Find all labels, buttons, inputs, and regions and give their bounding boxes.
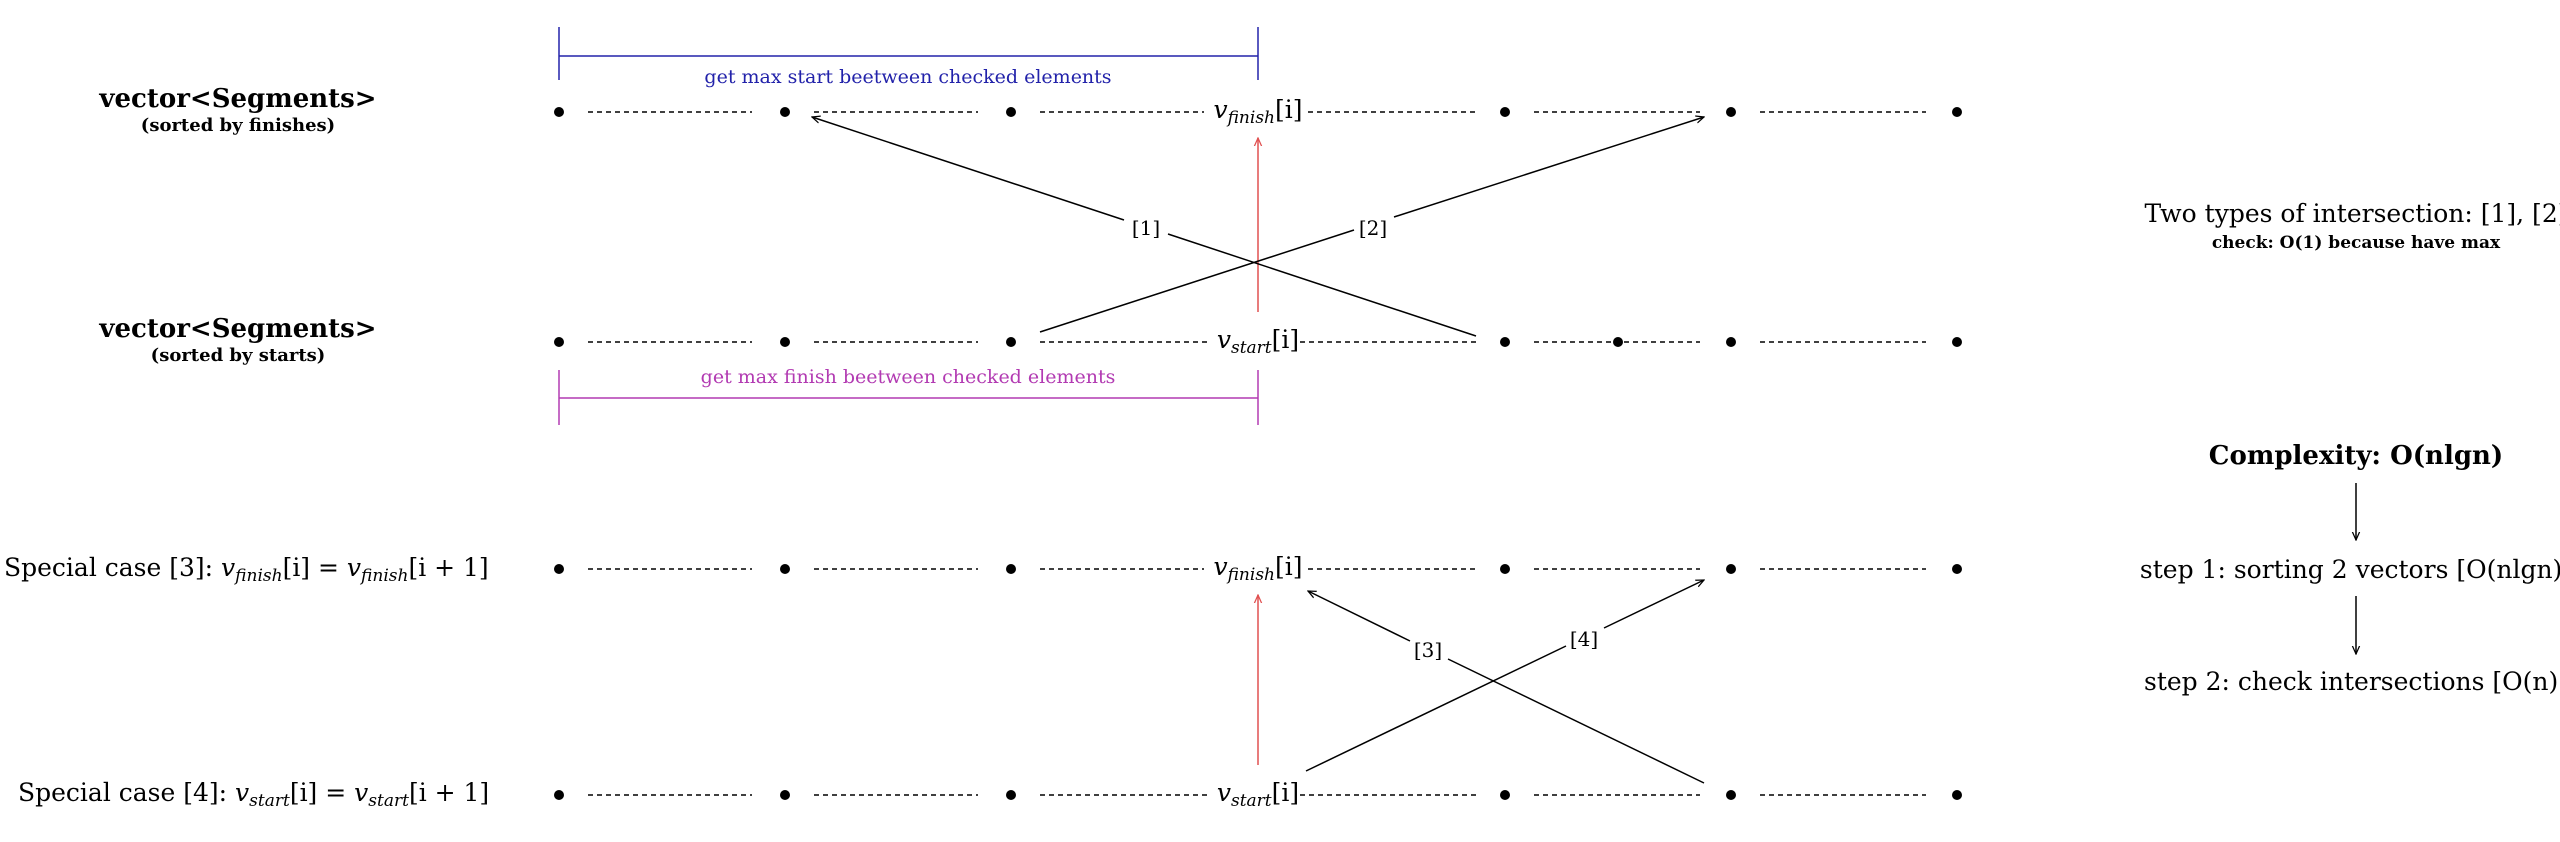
- segment-dot: [554, 790, 564, 800]
- v-letter: v: [1217, 778, 1231, 807]
- edge-1-upper: [812, 117, 1125, 221]
- edge-label-1: [1]: [1132, 216, 1160, 240]
- row-dashes: [588, 111, 1926, 796]
- special-case-4-sub1: start: [249, 791, 290, 811]
- segment-dot: [1613, 337, 1623, 347]
- segment-dot: [1952, 107, 1962, 117]
- special-case-3-v2: v: [347, 553, 361, 582]
- finishes-row-subtitle: (sorted by finishes): [141, 115, 335, 136]
- special-case-4-v1: v: [235, 778, 249, 807]
- edge-3-upper: [1308, 591, 1411, 642]
- v-sub: finish: [1226, 565, 1275, 585]
- special-case-3-label: Special case [3]: vfinish[i] = vfinish[i…: [4, 553, 489, 586]
- segment-dot: [780, 107, 790, 117]
- segment-dot: [1006, 107, 1016, 117]
- segment-dot: [1500, 337, 1510, 347]
- starts-row-title: vector<Segments>: [98, 314, 376, 344]
- intersection-types-subtitle: check: O(1) because have max: [2212, 233, 2501, 253]
- segment-dot: [780, 564, 790, 574]
- v-index: [i]: [1275, 95, 1303, 124]
- special-case-3-sub1: finish: [233, 566, 282, 586]
- v-letter: v: [1213, 552, 1227, 581]
- segment-dot: [1952, 790, 1962, 800]
- segment-dot: [1006, 564, 1016, 574]
- segment-dot: [554, 564, 564, 574]
- v-index: [i]: [1275, 552, 1303, 581]
- center-node-labels: vfinish[i] vstart[i] vfinish[i] vstart[i…: [1213, 95, 1302, 811]
- special-case-3-sub2: finish: [359, 566, 408, 586]
- segment-dot: [1726, 107, 1736, 117]
- edge-4-upper: [1603, 579, 1704, 629]
- intersection-lines-bottom: [1305, 579, 1705, 784]
- step-2-text: step 2: check intersections [O(n)]: [2144, 667, 2560, 696]
- edge-label-2: [2]: [1359, 216, 1387, 240]
- edge-label-4: [4]: [1570, 627, 1598, 651]
- v-letter: v: [1217, 325, 1231, 354]
- special-case-3-idx2: [i + 1]: [408, 553, 488, 582]
- edge-4-lower: [1305, 645, 1567, 772]
- v-letter: v: [1213, 95, 1227, 124]
- segment-dot: [1726, 564, 1736, 574]
- special-case-4-sub2: start: [368, 791, 409, 811]
- segment-dot: [780, 790, 790, 800]
- special-case-3-idx1: [i] =: [283, 553, 347, 582]
- special-case-3-prefix: Special case [3]:: [4, 553, 221, 582]
- edge-2-upper: [1393, 117, 1704, 218]
- special-case-3-v1: v: [221, 553, 235, 582]
- edge-2-lower: [1039, 229, 1355, 333]
- edge-1-lower: [1167, 233, 1477, 337]
- v-finish-node-row3: vfinish[i]: [1213, 552, 1302, 585]
- v-index: [i]: [1272, 778, 1300, 807]
- max-finish-bracket-label: get max finish beetween checked elements: [701, 366, 1116, 388]
- segment-dot: [554, 337, 564, 347]
- special-case-4-v2: v: [354, 778, 368, 807]
- v-sub: finish: [1226, 108, 1275, 128]
- intersection-types-title: Two types of intersection: [1], [2]: [2145, 199, 2560, 228]
- segment-dot: [1726, 337, 1736, 347]
- v-index: [i]: [1272, 325, 1300, 354]
- segment-dot: [1500, 790, 1510, 800]
- segment-dot: [1500, 107, 1510, 117]
- segment-dot: [1006, 790, 1016, 800]
- v-sub: start: [1231, 338, 1272, 358]
- edge-3-lower: [1447, 658, 1705, 784]
- special-case-4-idx1: [i] =: [290, 778, 354, 807]
- special-case-4-prefix: Special case [4]:: [18, 778, 235, 807]
- finishes-row-title: vector<Segments>: [98, 84, 376, 114]
- segment-dot: [554, 107, 564, 117]
- v-start-node-row2: vstart[i]: [1217, 325, 1299, 358]
- v-sub: start: [1231, 791, 1272, 811]
- special-case-4-label: Special case [4]: vstart[i] = vstart[i +…: [18, 778, 489, 811]
- segment-dot: [1952, 564, 1962, 574]
- intersection-lines-top: [812, 117, 1704, 337]
- starts-row-subtitle: (sorted by starts): [151, 345, 326, 366]
- max-start-bracket: [558, 27, 1259, 80]
- segment-dot: [1726, 790, 1736, 800]
- step-1-text: step 1: sorting 2 vectors [O(nlgn)]: [2140, 555, 2560, 584]
- v-start-node-row4: vstart[i]: [1217, 778, 1299, 811]
- max-finish-bracket: [558, 370, 1259, 425]
- segment-dot: [1952, 337, 1962, 347]
- complexity-title: Complexity: O(nlgn): [2209, 441, 2503, 471]
- segment-dot: [780, 337, 790, 347]
- row-dots: [554, 107, 1962, 800]
- max-start-bracket-label: get max start beetween checked elements: [704, 66, 1111, 88]
- segment-dot: [1006, 337, 1016, 347]
- special-case-4-idx2: [i + 1]: [409, 778, 489, 807]
- v-finish-node-row1: vfinish[i]: [1213, 95, 1302, 128]
- edge-label-3: [3]: [1414, 638, 1442, 662]
- segment-dot: [1500, 564, 1510, 574]
